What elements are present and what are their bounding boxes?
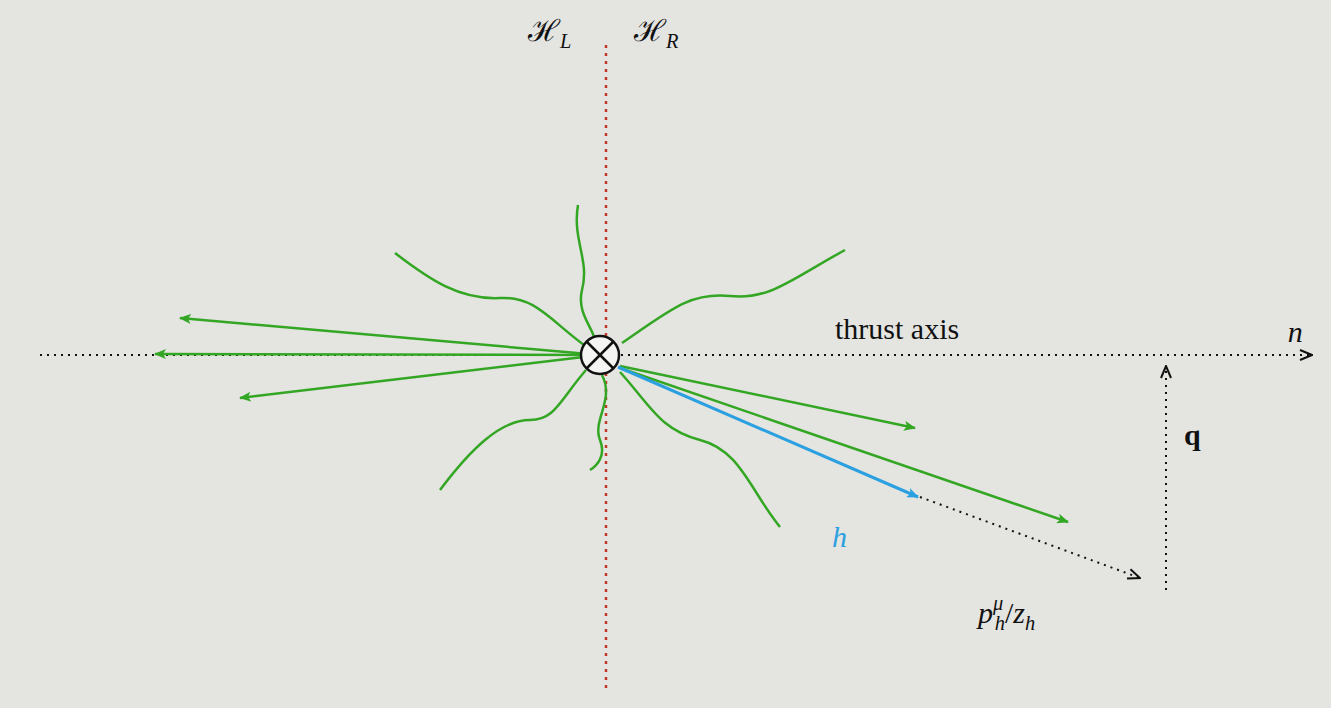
- vector-label: q: [1184, 418, 1201, 451]
- hadron-label: h: [832, 520, 847, 553]
- interaction-vertex: [581, 336, 619, 374]
- thrust-axis: [40, 354, 1312, 356]
- hemisphere-label: ℋL: [528, 14, 571, 53]
- momentum-label: pμh/zh: [978, 592, 1035, 635]
- particle-arrows: [155, 318, 1068, 522]
- hadron-arrow: [618, 367, 918, 497]
- axis-direction-label: n⃗: [1288, 315, 1326, 348]
- transverse-momentum-vector: [1165, 366, 1167, 590]
- hadron-momentum-line: [920, 497, 1140, 578]
- axis-label: thrust axis: [835, 312, 959, 345]
- hemisphere-label: ℋR: [634, 14, 678, 53]
